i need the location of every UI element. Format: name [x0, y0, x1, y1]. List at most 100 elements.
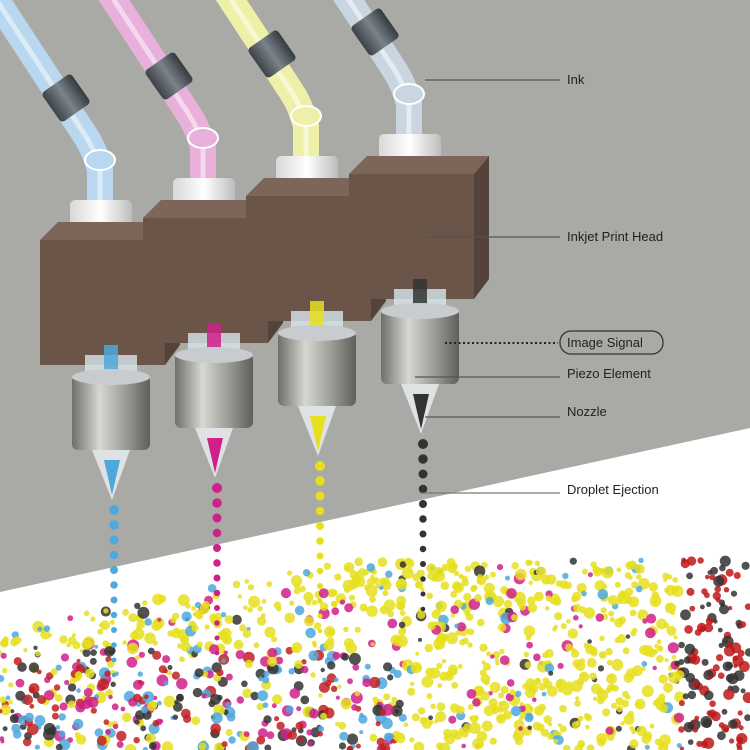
droplet [214, 620, 220, 626]
ink-dot [59, 635, 68, 644]
ink-dot [542, 652, 549, 659]
ink-dot [717, 731, 726, 741]
ink-dot [597, 738, 606, 747]
ink-dot [419, 716, 428, 725]
ink-dot [484, 574, 490, 580]
ink-dot [289, 688, 301, 699]
ink-dot [496, 564, 504, 571]
ink-dot [271, 703, 277, 709]
ink-dot [534, 560, 541, 567]
ink-dot [714, 585, 721, 593]
ink-dot [722, 661, 733, 672]
ink-dot [740, 688, 746, 694]
ink-dot [317, 725, 324, 733]
ink-dot [228, 736, 236, 744]
ink-dot [656, 655, 664, 663]
droplet [214, 605, 220, 611]
ink-dot [649, 723, 655, 729]
ink-dot [535, 566, 547, 577]
ink-dot [474, 594, 482, 602]
ink-dot [300, 695, 310, 705]
ink-dot [744, 603, 750, 610]
ink-dot [82, 649, 91, 657]
ink-dot [391, 696, 398, 703]
ink-dot [511, 614, 518, 621]
ink-dot [470, 715, 479, 724]
ink-dot [717, 627, 723, 633]
ink-dot [697, 557, 704, 564]
ink-dot [624, 572, 632, 579]
ink-dot [446, 632, 458, 645]
ink-dot [132, 628, 145, 640]
svg-text:Nozzle: Nozzle [567, 404, 607, 419]
ink-dot [715, 597, 721, 603]
ink-dot [223, 650, 228, 656]
ink-dot [144, 694, 149, 699]
ink-dot [224, 615, 234, 624]
ink-dot [737, 710, 743, 716]
ink-dot [574, 700, 581, 707]
ink-dot [303, 591, 314, 603]
droplet [111, 642, 117, 648]
ink-dot [705, 574, 710, 580]
ink-dot [559, 704, 567, 713]
ink-dot [338, 742, 347, 750]
ink-dot [483, 705, 495, 717]
label-droplet-ejection: Droplet Ejection [420, 482, 659, 497]
ink-dot [744, 714, 750, 722]
ink-dot [305, 627, 316, 639]
ink-dot [509, 689, 516, 696]
ink-dot [22, 694, 33, 706]
ink-dot [525, 678, 536, 689]
ink-dot [704, 623, 714, 633]
ink-dot [527, 725, 532, 731]
ink-dot [163, 668, 168, 674]
ink-dot [302, 569, 311, 577]
ink-dot [435, 644, 441, 651]
piezo-element [72, 375, 150, 450]
ink-dot [35, 651, 41, 657]
ink-dot [144, 618, 152, 626]
ink-dot [90, 649, 97, 656]
ink-dot [418, 637, 422, 642]
ink-dot [352, 663, 360, 671]
ink-dot [667, 642, 679, 654]
ink-dot [192, 687, 203, 698]
droplet [110, 581, 118, 589]
ink-dot [276, 721, 285, 731]
ink-dot [29, 703, 35, 709]
ink-dot [657, 645, 664, 652]
ink-dot [628, 596, 640, 608]
ink-dot [76, 734, 87, 745]
ink-dot [13, 657, 22, 666]
ink-dot [647, 648, 657, 658]
ink-dot [548, 670, 554, 676]
ink-dot [236, 696, 244, 704]
ink-dot [674, 670, 685, 680]
ink-dot [617, 634, 627, 643]
ink-dot [641, 661, 648, 667]
droplet [214, 635, 220, 641]
ink-dot [241, 680, 248, 688]
ink-dot [221, 612, 227, 618]
ink-dot [557, 723, 562, 728]
ink-dot [708, 675, 713, 680]
ink-dot [652, 665, 657, 671]
ink-dot [553, 738, 559, 744]
ink-dot [399, 610, 406, 616]
ink-dot [387, 674, 394, 681]
ink-dot [601, 566, 614, 579]
ink-dot [608, 610, 615, 617]
ink-dot [177, 643, 183, 649]
ink-dot [181, 636, 186, 641]
ink-dot [428, 667, 441, 679]
ink-dot [727, 605, 733, 611]
ink-dot [417, 707, 426, 715]
ink-dot [363, 607, 368, 612]
ink-dot [285, 646, 294, 655]
ink-dot [0, 639, 9, 648]
ink-dot [527, 603, 538, 613]
ink-dot [358, 714, 368, 724]
ink-dot [255, 668, 266, 679]
ink-dot [398, 713, 407, 722]
